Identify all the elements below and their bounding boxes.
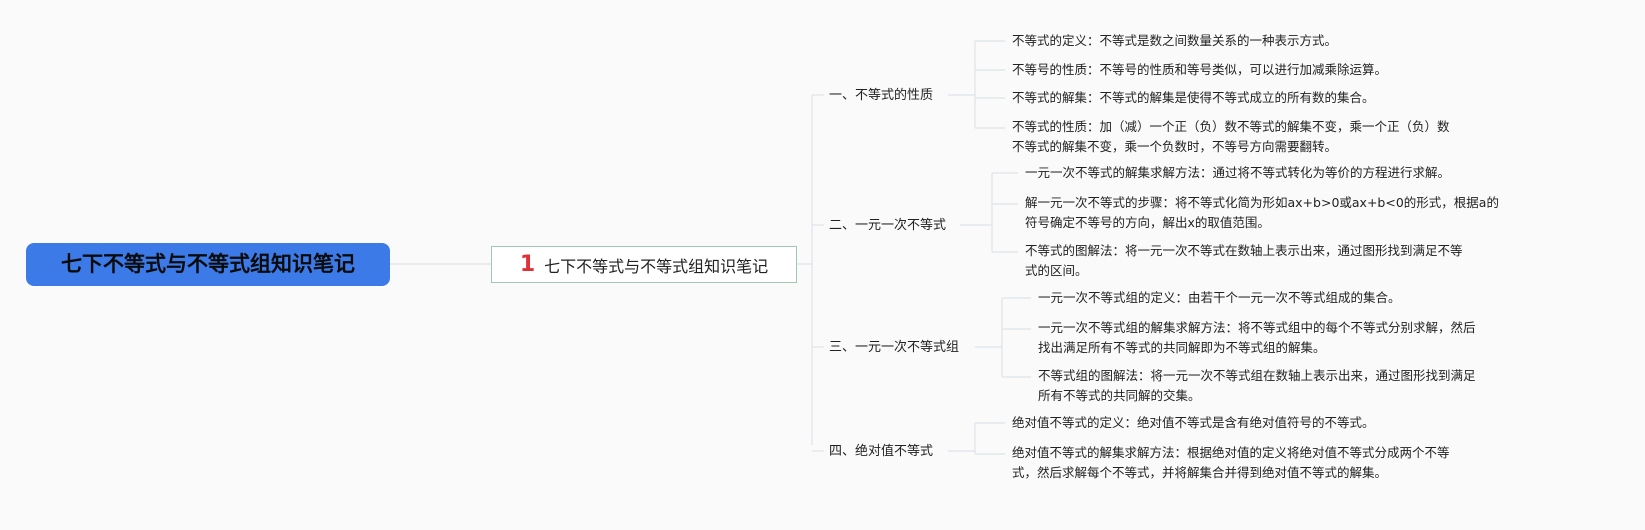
leaf-line: 符号确定不等号的方向，解出x的取值范围。 <box>1025 215 1270 230</box>
leaf-line: 式，然后求解每个不等式，并将解集合并得到绝对值不等式的解集。 <box>1012 465 1388 480</box>
leaf-line: 不等式的解集：不等式的解集是使得不等式成立的所有数的集合。 <box>1012 90 1375 105</box>
leaf-line: 不等式的图解法：将一元一次不等式在数轴上表示出来，通过图形找到满足不等 <box>1025 243 1463 258</box>
central-topic[interactable]: 1 七下不等式与不等式组知识笔记 <box>491 246 797 283</box>
leaf-line: 不等式的定义：不等式是数之间数量关系的一种表示方式。 <box>1012 33 1338 48</box>
central-topic-label: 七下不等式与不等式组知识笔记 <box>544 256 769 276</box>
leaf-line: 不等号的性质：不等号的性质和等号类似，可以进行加减乘除运算。 <box>1012 62 1388 77</box>
leaf-topic[interactable]: 一元一次不等式组的定义：由若干个一元一次不等式组成的集合。 <box>1038 288 1401 308</box>
leaf-topic[interactable]: 绝对值不等式的定义：绝对值不等式是含有绝对值符号的不等式。 <box>1012 413 1375 433</box>
leaf-topic[interactable]: 解一元一次不等式的步骤：将不等式化简为形如ax+b>0或ax+b<0的形式，根据… <box>1025 193 1499 233</box>
branch-inequality-system[interactable]: 三、一元一次不等式组 <box>829 340 960 355</box>
leaf-topic[interactable]: 不等式的解集：不等式的解集是使得不等式成立的所有数的集合。 <box>1012 88 1375 108</box>
leaf-line: 解一元一次不等式的步骤：将不等式化简为形如ax+b>0或ax+b<0的形式，根据… <box>1025 195 1499 210</box>
leaf-line: 找出满足所有不等式的共同解即为不等式组的解集。 <box>1038 340 1326 355</box>
branch-linear-inequality[interactable]: 二、一元一次不等式 <box>829 218 947 233</box>
leaf-line: 一元一次不等式的解集求解方法：通过将不等式转化为等价的方程进行求解。 <box>1025 165 1451 180</box>
leaf-line: 绝对值不等式的解集求解方法：根据绝对值的定义将绝对值不等式分成两个不等 <box>1012 445 1450 460</box>
leaf-line: 一元一次不等式组的解集求解方法：将不等式组中的每个不等式分别求解，然后 <box>1038 320 1476 335</box>
leaf-topic[interactable]: 一元一次不等式组的解集求解方法：将不等式组中的每个不等式分别求解，然后 找出满足… <box>1038 318 1476 358</box>
leaf-line: 绝对值不等式的定义：绝对值不等式是含有绝对值符号的不等式。 <box>1012 415 1375 430</box>
leaf-topic[interactable]: 不等式组的图解法：将一元一次不等式组在数轴上表示出来，通过图形找到满足 所有不等… <box>1038 366 1476 406</box>
root-topic[interactable]: 七下不等式与不等式组知识笔记 <box>26 243 390 286</box>
leaf-line: 一元一次不等式组的定义：由若干个一元一次不等式组成的集合。 <box>1038 290 1401 305</box>
branch-absolute-value-inequality[interactable]: 四、绝对值不等式 <box>829 444 934 459</box>
leaf-topic[interactable]: 不等式的性质：加（减）一个正（负）数不等式的解集不变，乘一个正（负）数 不等式的… <box>1012 117 1450 157</box>
leaf-topic[interactable]: 不等号的性质：不等号的性质和等号类似，可以进行加减乘除运算。 <box>1012 60 1387 80</box>
leaf-topic[interactable]: 一元一次不等式的解集求解方法：通过将不等式转化为等价的方程进行求解。 <box>1025 163 1450 183</box>
branch-inequality-properties[interactable]: 一、不等式的性质 <box>829 88 934 103</box>
leaf-line: 所有不等式的共同解的交集。 <box>1038 388 1201 403</box>
leaf-line: 不等式组的图解法：将一元一次不等式组在数轴上表示出来，通过图形找到满足 <box>1038 368 1476 383</box>
leaf-line: 不等式的解集不变，乘一个负数时，不等号方向需要翻转。 <box>1012 139 1338 154</box>
leaf-topic[interactable]: 绝对值不等式的解集求解方法：根据绝对值的定义将绝对值不等式分成两个不等 式，然后… <box>1012 443 1450 483</box>
topic-number-badge: 1 <box>519 252 536 277</box>
leaf-topic[interactable]: 不等式的定义：不等式是数之间数量关系的一种表示方式。 <box>1012 31 1337 51</box>
leaf-topic[interactable]: 不等式的图解法：将一元一次不等式在数轴上表示出来，通过图形找到满足不等 式的区间… <box>1025 241 1463 281</box>
leaf-line: 不等式的性质：加（减）一个正（负）数不等式的解集不变，乘一个正（负）数 <box>1012 119 1450 134</box>
leaf-line: 式的区间。 <box>1025 263 1088 278</box>
